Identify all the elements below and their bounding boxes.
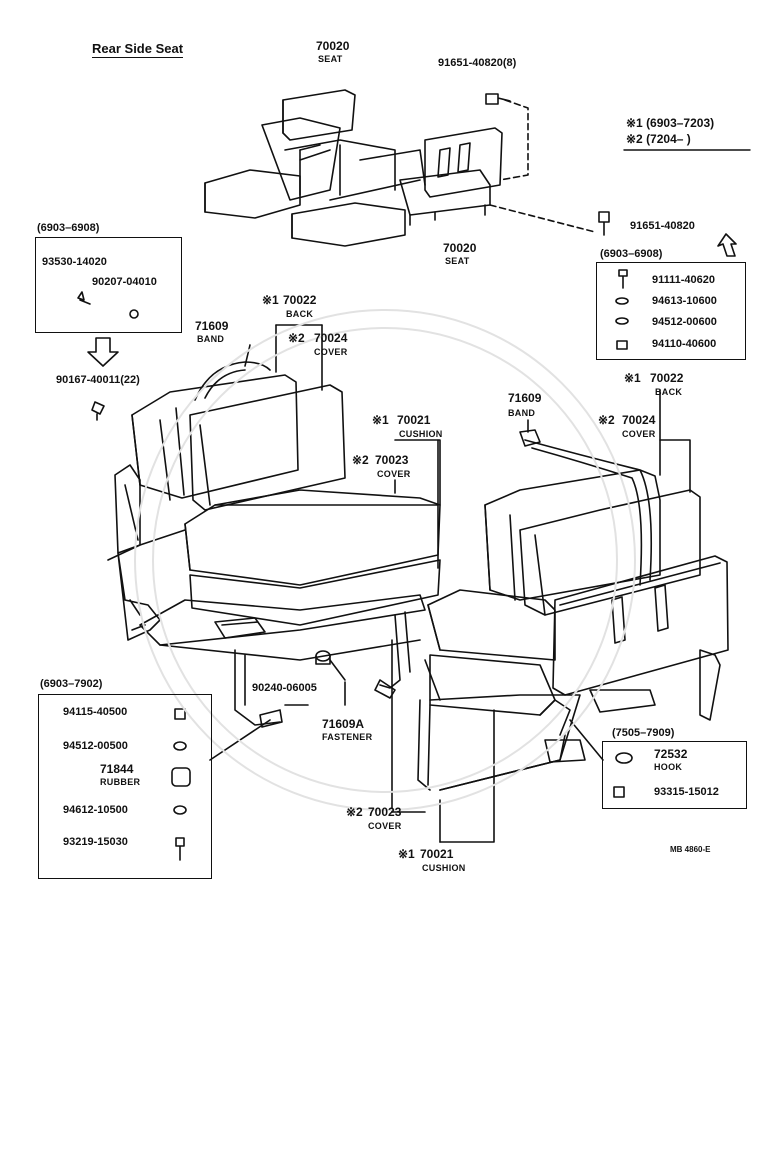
right-top-item-1: 91111-40620	[652, 274, 716, 286]
right-top-item-4: 94110-40600	[652, 338, 717, 350]
left-cushion-cover-mark: ※2	[352, 453, 369, 467]
left-bottom-item-3-number: 71844	[100, 762, 134, 776]
fastener-number: 71609A	[322, 717, 365, 731]
top-seat-illustration	[204, 89, 610, 247]
right-top-item-3: 94512-00600	[652, 316, 717, 328]
left-bottom-item-4: 94612-10500	[63, 804, 128, 816]
seat-part-name-2: SEAT	[445, 256, 470, 266]
right-cushion-cover-name: COVER	[368, 821, 402, 831]
left-cushion-mark: ※1	[372, 413, 389, 427]
seat-part-number: 70020	[316, 39, 350, 53]
left-bolt-number: 90167-40011(22)	[56, 374, 140, 386]
right-back-cover-name: COVER	[622, 429, 656, 439]
left-cushion-cover-name: COVER	[377, 469, 411, 479]
left-cushion-name: CUSHION	[399, 429, 443, 439]
left-back-number: 70022	[283, 293, 317, 307]
right-back-mark: ※1	[624, 371, 641, 385]
plug-number: 90240-06005	[252, 682, 317, 694]
page-title: Rear Side Seat	[92, 41, 184, 58]
left-cushion-cover-number: 70023	[375, 453, 409, 467]
right-cushion-number: 70021	[420, 847, 454, 861]
seat-part-number-2: 70020	[443, 241, 477, 255]
left-back-name: BACK	[286, 309, 314, 319]
right-bottom-item-1-number: 72532	[654, 747, 688, 761]
right-bottom-item-2: 93315-15012	[654, 786, 719, 798]
right-band-number: 71609	[508, 391, 542, 405]
left-bottom-item-5: 93219-15030	[63, 836, 128, 848]
footnote-line1: ※1 (6903–7203)	[626, 116, 715, 130]
fastener-name: FASTENER	[322, 732, 373, 742]
left-bottom-box-range: (6903–7902)	[40, 678, 103, 690]
right-cushion-mark: ※1	[398, 847, 415, 861]
right-bottom-item-1-name: HOOK	[654, 762, 683, 772]
left-cushion-number: 70021	[397, 413, 431, 427]
left-bottom-item-1: 94115-40500	[63, 706, 128, 718]
right-band-name: BAND	[508, 408, 536, 418]
footnote-line2: ※2 (7204– )	[626, 132, 691, 146]
small-hardware-icons	[77, 233, 737, 861]
left-bottom-item-2: 94512-00500	[63, 740, 128, 752]
drawing-code: MB 4860-E	[670, 845, 711, 854]
right-top-box-range: (6903–6908)	[600, 248, 663, 260]
right-back-cover-mark: ※2	[598, 413, 615, 427]
left-top-item-2: 90207-04010	[92, 276, 157, 288]
right-seat-assembly	[417, 429, 729, 791]
left-back-mark: ※1	[262, 293, 279, 307]
left-bottom-parts-box	[38, 694, 212, 879]
left-back-cover-name: COVER	[314, 347, 348, 357]
right-cushion-cover-mark: ※2	[346, 805, 363, 819]
right-cushion-cover-number: 70023	[368, 805, 402, 819]
bolt-part-number-2: 91651-40820	[630, 220, 695, 232]
right-back-name: BACK	[655, 387, 683, 397]
seat-part-name: SEAT	[318, 54, 343, 64]
left-top-item-1: 93530-14020	[42, 256, 107, 268]
left-back-cover-mark: ※2	[288, 331, 305, 345]
left-seat-assembly	[107, 361, 441, 728]
right-back-cover-number: 70024	[622, 413, 656, 427]
right-top-parts-box	[596, 262, 746, 360]
left-band-name: BAND	[197, 334, 225, 344]
left-top-box-range: (6903–6908)	[37, 222, 100, 234]
right-bottom-box-range: (7505–7909)	[612, 727, 675, 739]
right-cushion-name: CUSHION	[422, 863, 466, 873]
left-top-parts-box	[35, 237, 182, 333]
watermark	[134, 309, 636, 811]
left-back-cover-number: 70024	[314, 331, 348, 345]
left-band-number: 71609	[195, 319, 229, 333]
right-top-item-2: 94613-10600	[652, 295, 717, 307]
bolt-part-number: 91651-40820(8)	[438, 57, 517, 69]
right-bottom-parts-box	[602, 741, 747, 809]
right-back-number: 70022	[650, 371, 684, 385]
left-bottom-item-3-name: RUBBER	[100, 777, 141, 787]
